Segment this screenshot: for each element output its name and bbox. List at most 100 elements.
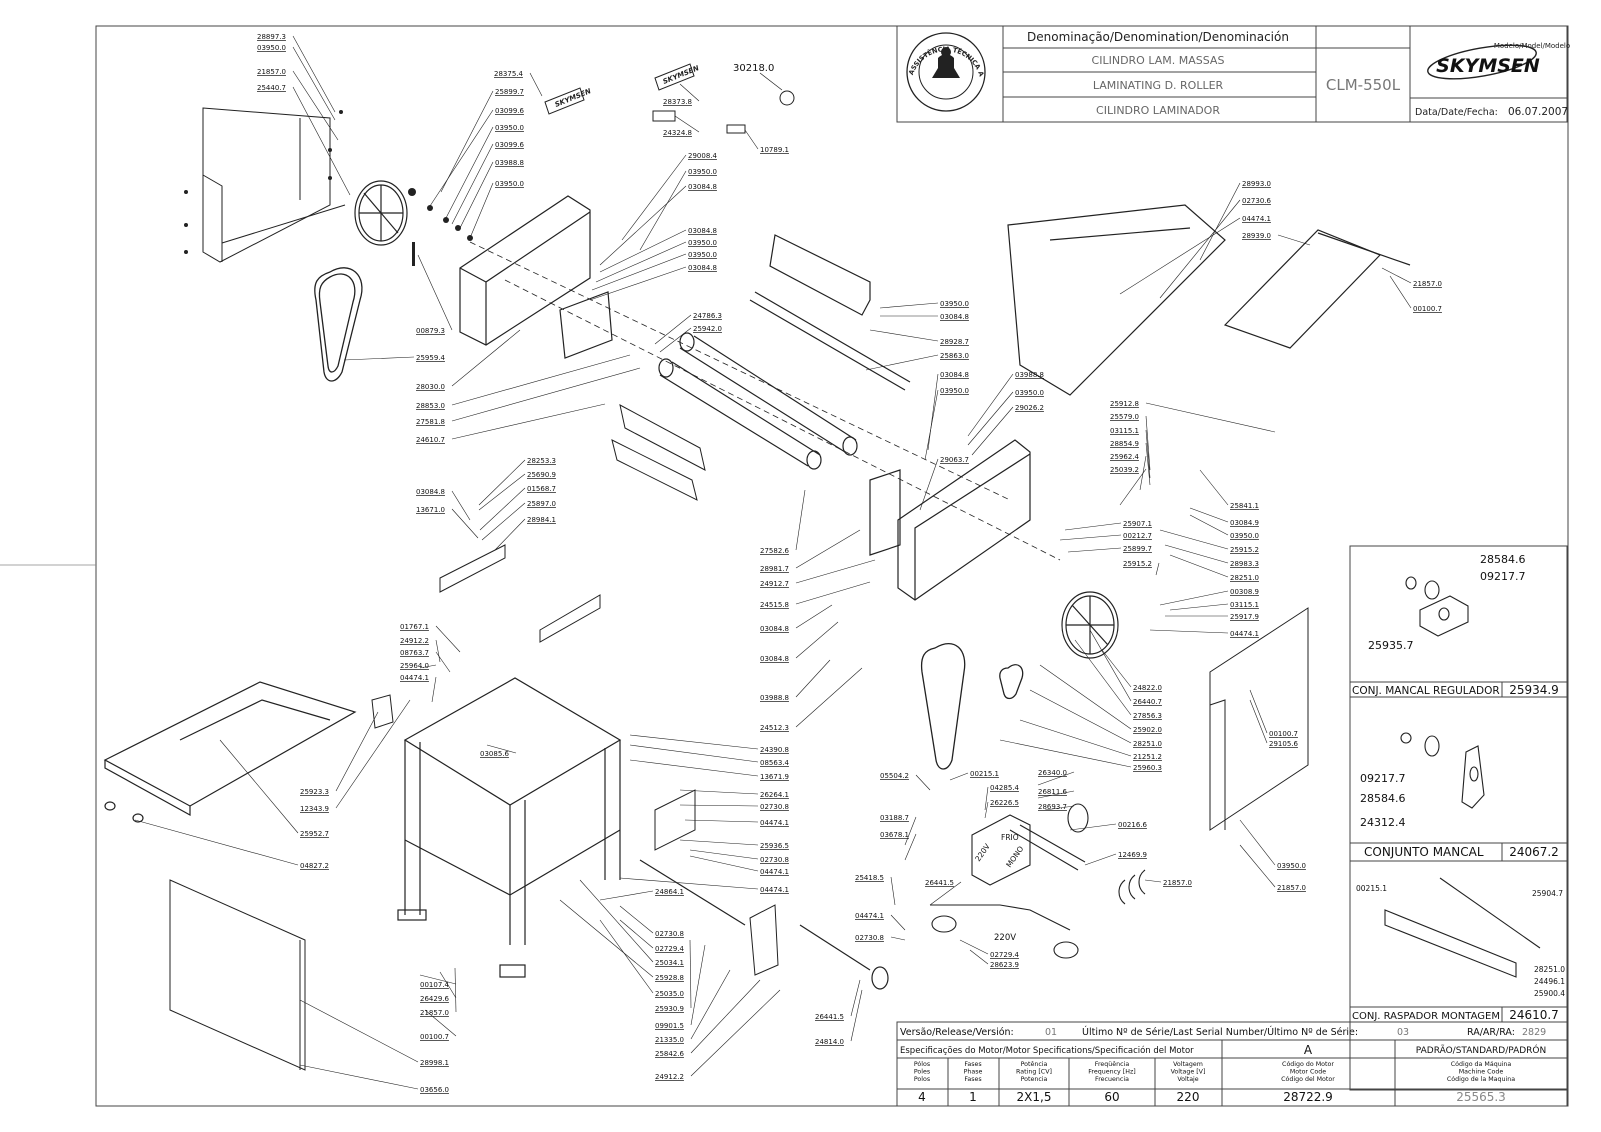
leader-line xyxy=(1089,629,1132,702)
part-label: 03950.0 xyxy=(688,239,717,247)
part-label: 03099.6 xyxy=(495,141,524,149)
leader-line xyxy=(1239,819,1276,866)
spec-column-header: Código da Máquina xyxy=(1451,1060,1512,1068)
leader-line xyxy=(969,949,989,965)
leader-line xyxy=(674,115,700,133)
laminating-rollers xyxy=(559,291,911,470)
part-label: 03084.8 xyxy=(940,371,969,379)
part-label: 21857.0 xyxy=(420,1009,449,1017)
leader-line xyxy=(679,789,759,795)
leader-line xyxy=(1239,844,1276,888)
part-label: 03115.1 xyxy=(1110,427,1139,435)
part-label: 26441.5 xyxy=(925,879,954,887)
part-label: 02730.8 xyxy=(855,934,884,942)
part-label: 28928.7 xyxy=(940,338,969,346)
subassembly-2-part-a: 09217.7 xyxy=(1360,772,1406,785)
part-label: 25923.3 xyxy=(300,788,329,796)
part-label: 03678.1 xyxy=(880,831,909,839)
part-label: 25936.5 xyxy=(760,842,789,850)
leader-line xyxy=(1145,442,1151,486)
leader-line xyxy=(292,46,336,121)
part-label: 03084.8 xyxy=(760,625,789,633)
part-label: 02730.6 xyxy=(1242,197,1271,205)
part-label: 25952.7 xyxy=(300,830,329,838)
part-label: 25039.2 xyxy=(1110,466,1139,474)
part-label: 00879.3 xyxy=(416,327,445,335)
leader-line xyxy=(451,367,641,422)
leader-line xyxy=(419,664,437,669)
part-label: 04474.1 xyxy=(855,912,884,920)
guard-rod-assembly xyxy=(1223,229,1411,349)
leader-line xyxy=(1059,534,1122,541)
leader-line xyxy=(795,529,861,569)
leader-line xyxy=(343,356,415,361)
voltage-value: 220 xyxy=(1177,1090,1200,1104)
column-a-label: A xyxy=(1304,1043,1313,1057)
part-label: 29105.6 xyxy=(1269,740,1298,748)
part-label: 28993.0 xyxy=(1242,180,1271,188)
leader-line xyxy=(299,999,419,1063)
part-label: 02729.4 xyxy=(990,951,1019,959)
part-label: 12469.9 xyxy=(1118,851,1147,859)
leader-line xyxy=(1119,217,1241,295)
part-label: 28693.7 xyxy=(1038,803,1067,811)
leader-line xyxy=(1101,649,1132,688)
part-label: 25899.7 xyxy=(495,88,524,96)
part-label: 01568.7 xyxy=(527,485,556,493)
subassembly-1-code: 25934.9 xyxy=(1509,683,1559,697)
leader-line xyxy=(904,816,917,846)
leader-line xyxy=(292,86,351,196)
spec-column-header: Frequency [Hz] xyxy=(1088,1069,1136,1076)
leader-line xyxy=(529,72,543,97)
motor-box-line1: FRIO xyxy=(1001,833,1019,842)
part-label: 08763.7 xyxy=(400,649,429,657)
leader-line xyxy=(679,83,700,102)
gear-housing xyxy=(459,195,591,346)
part-label: 28897.3 xyxy=(257,33,286,41)
part-label: 25962.4 xyxy=(1110,453,1139,461)
spec-column-header: Potencia xyxy=(1021,1076,1048,1083)
part-label: 00215.1 xyxy=(970,770,999,778)
part-label: 25863.0 xyxy=(940,352,969,360)
part-label: 24912.2 xyxy=(655,1073,684,1081)
part-label: 13671.0 xyxy=(416,506,445,514)
part-label: 28981.7 xyxy=(760,565,789,573)
leader-line xyxy=(795,489,806,551)
leader-line xyxy=(599,185,687,266)
motor-assembly xyxy=(930,803,1146,959)
leader-line xyxy=(299,1064,419,1090)
part-label: 24610.7 xyxy=(416,436,445,444)
leader-line xyxy=(599,919,654,994)
part-label: 03950.0 xyxy=(940,387,969,395)
subassembly-3-title: CONJ. RASPADOR MONTAGEM xyxy=(1352,1011,1500,1022)
part-label: 02730.8 xyxy=(760,803,789,811)
part-label: 25418.5 xyxy=(855,874,884,882)
leader-line xyxy=(481,502,526,541)
part-label: 26226.5 xyxy=(990,799,1019,807)
part-name-es: CILINDRO LAMINADOR xyxy=(1096,104,1220,117)
spec-column-header: Rating [CV] xyxy=(1016,1069,1052,1076)
title-block: ASSISTÊNCIA TÉCNICA AUTORIZADA Denominaç… xyxy=(0,0,1570,123)
part-label: 29063.7 xyxy=(940,456,969,464)
part-label: 26429.6 xyxy=(420,995,449,1003)
subassembly-1-part-a: 28584.6 xyxy=(1480,553,1526,566)
part-label: 04827.2 xyxy=(300,862,329,870)
model-header: Modelo/Model/Modelo xyxy=(1494,42,1570,50)
part-label: 03950.0 xyxy=(688,168,717,176)
leader-line xyxy=(971,406,1014,456)
part-label: 12343.9 xyxy=(300,805,329,813)
bearing-brackets xyxy=(371,544,779,976)
part-label: 21335.0 xyxy=(655,1036,684,1044)
part-label: 03084.8 xyxy=(416,488,445,496)
part-label: 27581.8 xyxy=(416,418,445,426)
part-label: 28030.0 xyxy=(416,383,445,391)
infeed-table xyxy=(103,681,357,823)
leader-line xyxy=(689,939,692,1009)
spec-column-header: Pólos xyxy=(914,1060,930,1068)
serial-value: 03 xyxy=(1397,1027,1409,1038)
leader-line xyxy=(1159,590,1229,606)
leader-line xyxy=(1019,719,1132,757)
part-label: 25841.1 xyxy=(1230,502,1259,510)
leader-line xyxy=(1189,507,1229,523)
